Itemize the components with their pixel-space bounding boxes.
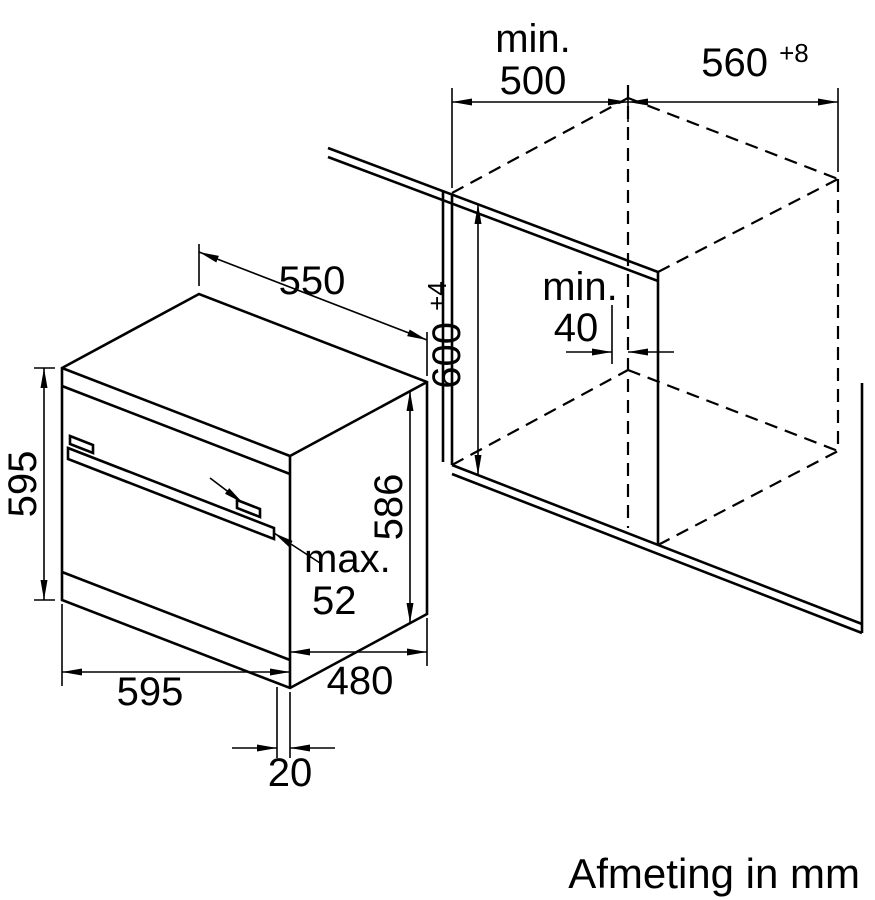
dim-oven-depth: 550 <box>279 259 346 303</box>
handle-standoff-right <box>235 498 262 519</box>
dim-niche-height-tolerance: +4 <box>422 281 452 311</box>
dim-niche-width-tolerance: +8 <box>779 38 809 68</box>
dim-oven-width: 595 <box>117 670 184 714</box>
dim-oven-height: 595 <box>1 451 45 518</box>
dim-rear-gap-value: 40 <box>554 306 599 350</box>
cabinet-outline <box>327 146 864 635</box>
dim-niche-depth-min-label: min. <box>495 17 571 61</box>
cabinet-hidden-edges <box>451 85 840 546</box>
dim-rear-gap-min-label: min. <box>542 265 618 309</box>
units-caption: Afmeting in mm <box>568 850 860 897</box>
dim-niche-depth-value: 500 <box>500 59 567 103</box>
dim-niche-width-base: 560 <box>701 41 768 85</box>
dimension-labels: min. 500 560 +8 600 +4 min. 40 550 595 5… <box>1 17 809 795</box>
dim-oven-body-height: 586 <box>367 474 411 541</box>
dim-bottom-depth: 480 <box>327 659 394 703</box>
dim-niche-height: 600 +4 <box>422 281 469 389</box>
dim-door-offset: 20 <box>268 751 313 795</box>
dim-niche-height-base: 600 <box>425 322 469 389</box>
dim-niche-width: 560 +8 <box>701 38 809 85</box>
handle-standoff-left <box>68 434 95 455</box>
oven-outline <box>60 292 429 690</box>
dim-handle-max-label: max. <box>304 537 391 581</box>
dim-handle-value: 52 <box>312 579 357 623</box>
dimension-lines <box>40 98 838 752</box>
door-handle <box>66 446 276 541</box>
